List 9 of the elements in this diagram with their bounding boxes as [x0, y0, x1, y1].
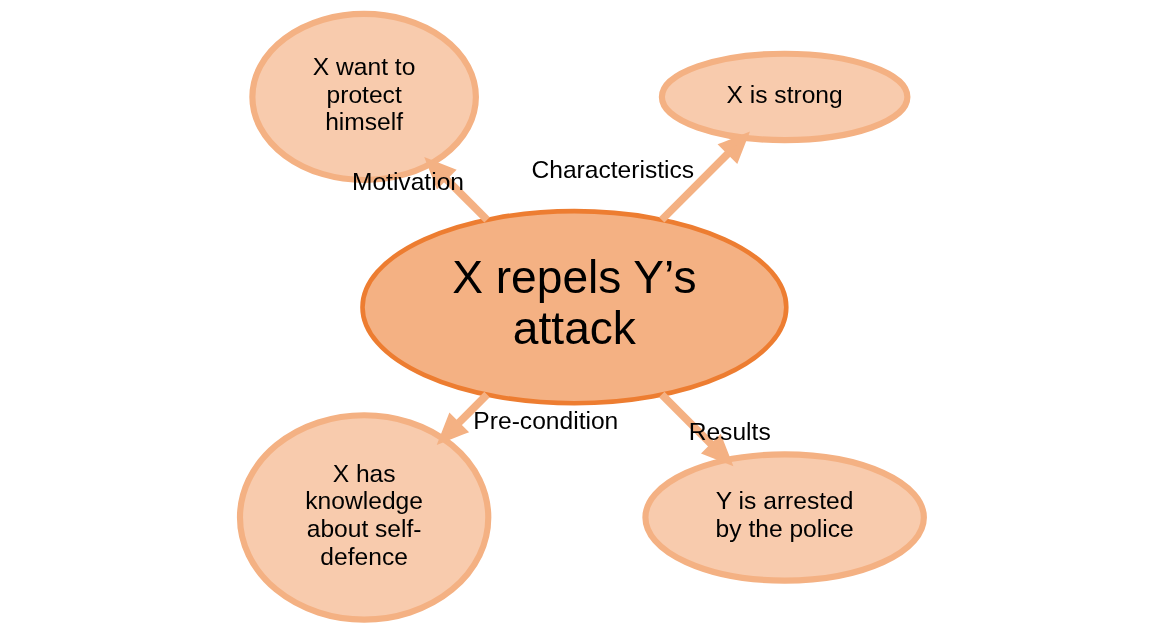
arrow: [423, 157, 490, 223]
arrow: [658, 391, 733, 467]
node-ellipse: X is strong: [658, 50, 910, 144]
arrow: [436, 391, 490, 445]
arrow: [658, 131, 750, 223]
node-ellipse: Y is arrested by the police: [641, 451, 927, 584]
edge-label: Characteristics: [531, 155, 694, 183]
node-ellipse: X repels Y’s attack: [359, 208, 789, 406]
edge-label: Results: [688, 417, 771, 445]
